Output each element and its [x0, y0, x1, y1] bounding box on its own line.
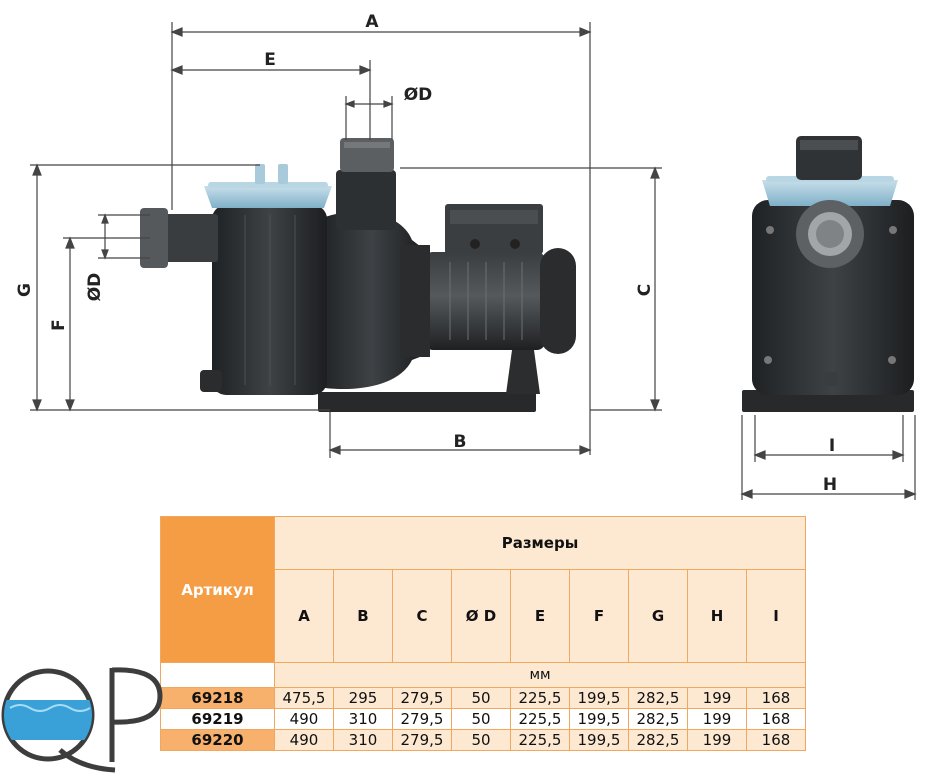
lid-handle	[255, 164, 265, 184]
front-base	[742, 390, 914, 412]
article-cell: 69218	[160, 687, 275, 709]
col-header: E	[510, 569, 570, 663]
dimensions-group-header: Размеры	[274, 516, 806, 570]
outlet-ring	[344, 142, 390, 148]
inlet-pipe	[158, 214, 218, 262]
value-cell: 279,5	[392, 687, 452, 709]
motor-body	[425, 252, 545, 350]
unit-label: мм	[274, 662, 806, 688]
dim-label-i: I	[829, 436, 835, 456]
value-cell: 475,5	[274, 687, 334, 709]
logo-p-letter	[109, 667, 163, 762]
article-header: Артикул	[160, 516, 275, 663]
pump-dimension-drawing: A E ØD B I H G F ØD C	[15, 12, 917, 500]
value-cell: 225,5	[510, 729, 570, 751]
cable-gland	[510, 239, 520, 249]
strainer-lid	[204, 186, 332, 208]
logo-wave	[9, 704, 91, 712]
dim-label-a: A	[365, 12, 379, 32]
dimensions-table: Артикул Размеры A B C Ø D E F G H I мм 6…	[160, 516, 806, 751]
dim-label-b: B	[454, 432, 467, 452]
value-cell: 199,5	[569, 687, 629, 709]
value-cell: 50	[451, 708, 511, 730]
value-cell: 282,5	[628, 687, 688, 709]
value-cell: 310	[333, 729, 393, 751]
article-cell: 69219	[160, 708, 275, 730]
unit-row-blank	[160, 662, 275, 688]
bolt	[764, 356, 772, 364]
col-header: H	[687, 569, 747, 663]
pump-side-view	[140, 138, 576, 412]
col-header: C	[392, 569, 452, 663]
motor-end-cap	[540, 248, 576, 354]
value-cell: 490	[274, 708, 334, 730]
cable-gland	[470, 239, 480, 249]
value-cell: 310	[333, 708, 393, 730]
value-cell: 199	[687, 729, 747, 751]
value-cell: 282,5	[628, 708, 688, 730]
table-row: 69218 475,5 295 279,5 50 225,5 199,5 282…	[160, 687, 806, 709]
value-cell: 295	[333, 687, 393, 709]
value-cell: 199	[687, 708, 747, 730]
front-outlet-ring	[800, 140, 858, 150]
bolt	[889, 226, 897, 234]
col-header: G	[628, 569, 688, 663]
col-header: B	[333, 569, 393, 663]
front-lid	[762, 180, 898, 206]
unit-row: мм	[160, 662, 806, 688]
value-cell: 50	[451, 687, 511, 709]
value-cell: 199,5	[569, 708, 629, 730]
value-cell: 50	[451, 729, 511, 751]
table-row: 69220 490 310 279,5 50 225,5 199,5 282,5…	[160, 729, 806, 751]
dim-label-f: F	[49, 319, 69, 331]
value-cell: 279,5	[392, 729, 452, 751]
pump-base	[318, 392, 536, 412]
logo-water-band	[4, 700, 92, 740]
value-cell: 225,5	[510, 687, 570, 709]
motor-foot	[506, 350, 540, 394]
bolt	[888, 356, 896, 364]
logo-q-tail	[58, 748, 116, 773]
bolt	[766, 226, 774, 234]
motor-flange	[400, 245, 430, 357]
col-header: F	[569, 569, 629, 663]
value-cell: 168	[746, 729, 806, 751]
pump-front-view	[742, 136, 914, 412]
outlet-pipe	[336, 170, 396, 230]
col-header: I	[746, 569, 806, 663]
value-cell: 199	[687, 687, 747, 709]
value-cell: 225,5	[510, 708, 570, 730]
col-header: A	[274, 569, 334, 663]
inlet-union	[140, 208, 168, 268]
value-cell: 199,5	[569, 729, 629, 751]
table-row: 69219 490 310 279,5 50 225,5 199,5 282,5…	[160, 708, 806, 730]
value-cell: 490	[274, 729, 334, 751]
value-cell: 282,5	[628, 729, 688, 751]
dim-label-g: G	[15, 283, 35, 297]
table-header-row-1: Артикул Размеры	[160, 516, 806, 663]
dim-label-d-side: ØD	[85, 273, 105, 302]
value-cell: 168	[746, 687, 806, 709]
front-drain	[824, 372, 838, 386]
col-header: Ø D	[451, 569, 511, 663]
drain-plug	[200, 370, 222, 392]
volute-housing	[318, 211, 425, 390]
table-header-row-2: A B C Ø D E F G H I	[161, 569, 806, 663]
front-inlet-inner	[816, 220, 844, 248]
value-cell: 279,5	[392, 708, 452, 730]
dim-label-d-top: ØD	[404, 85, 433, 105]
article-cell: 69220	[160, 729, 275, 751]
front-body	[752, 200, 914, 395]
terminal-box-lid	[450, 210, 538, 224]
lid-rim	[208, 182, 328, 188]
value-cell: 168	[746, 708, 806, 730]
dim-label-e: E	[264, 50, 276, 70]
lid-handle	[278, 164, 288, 184]
dimension-lines	[30, 22, 917, 500]
dim-label-h: H	[823, 475, 837, 495]
dim-label-c: C	[635, 284, 655, 296]
qp-logo	[1, 667, 163, 773]
